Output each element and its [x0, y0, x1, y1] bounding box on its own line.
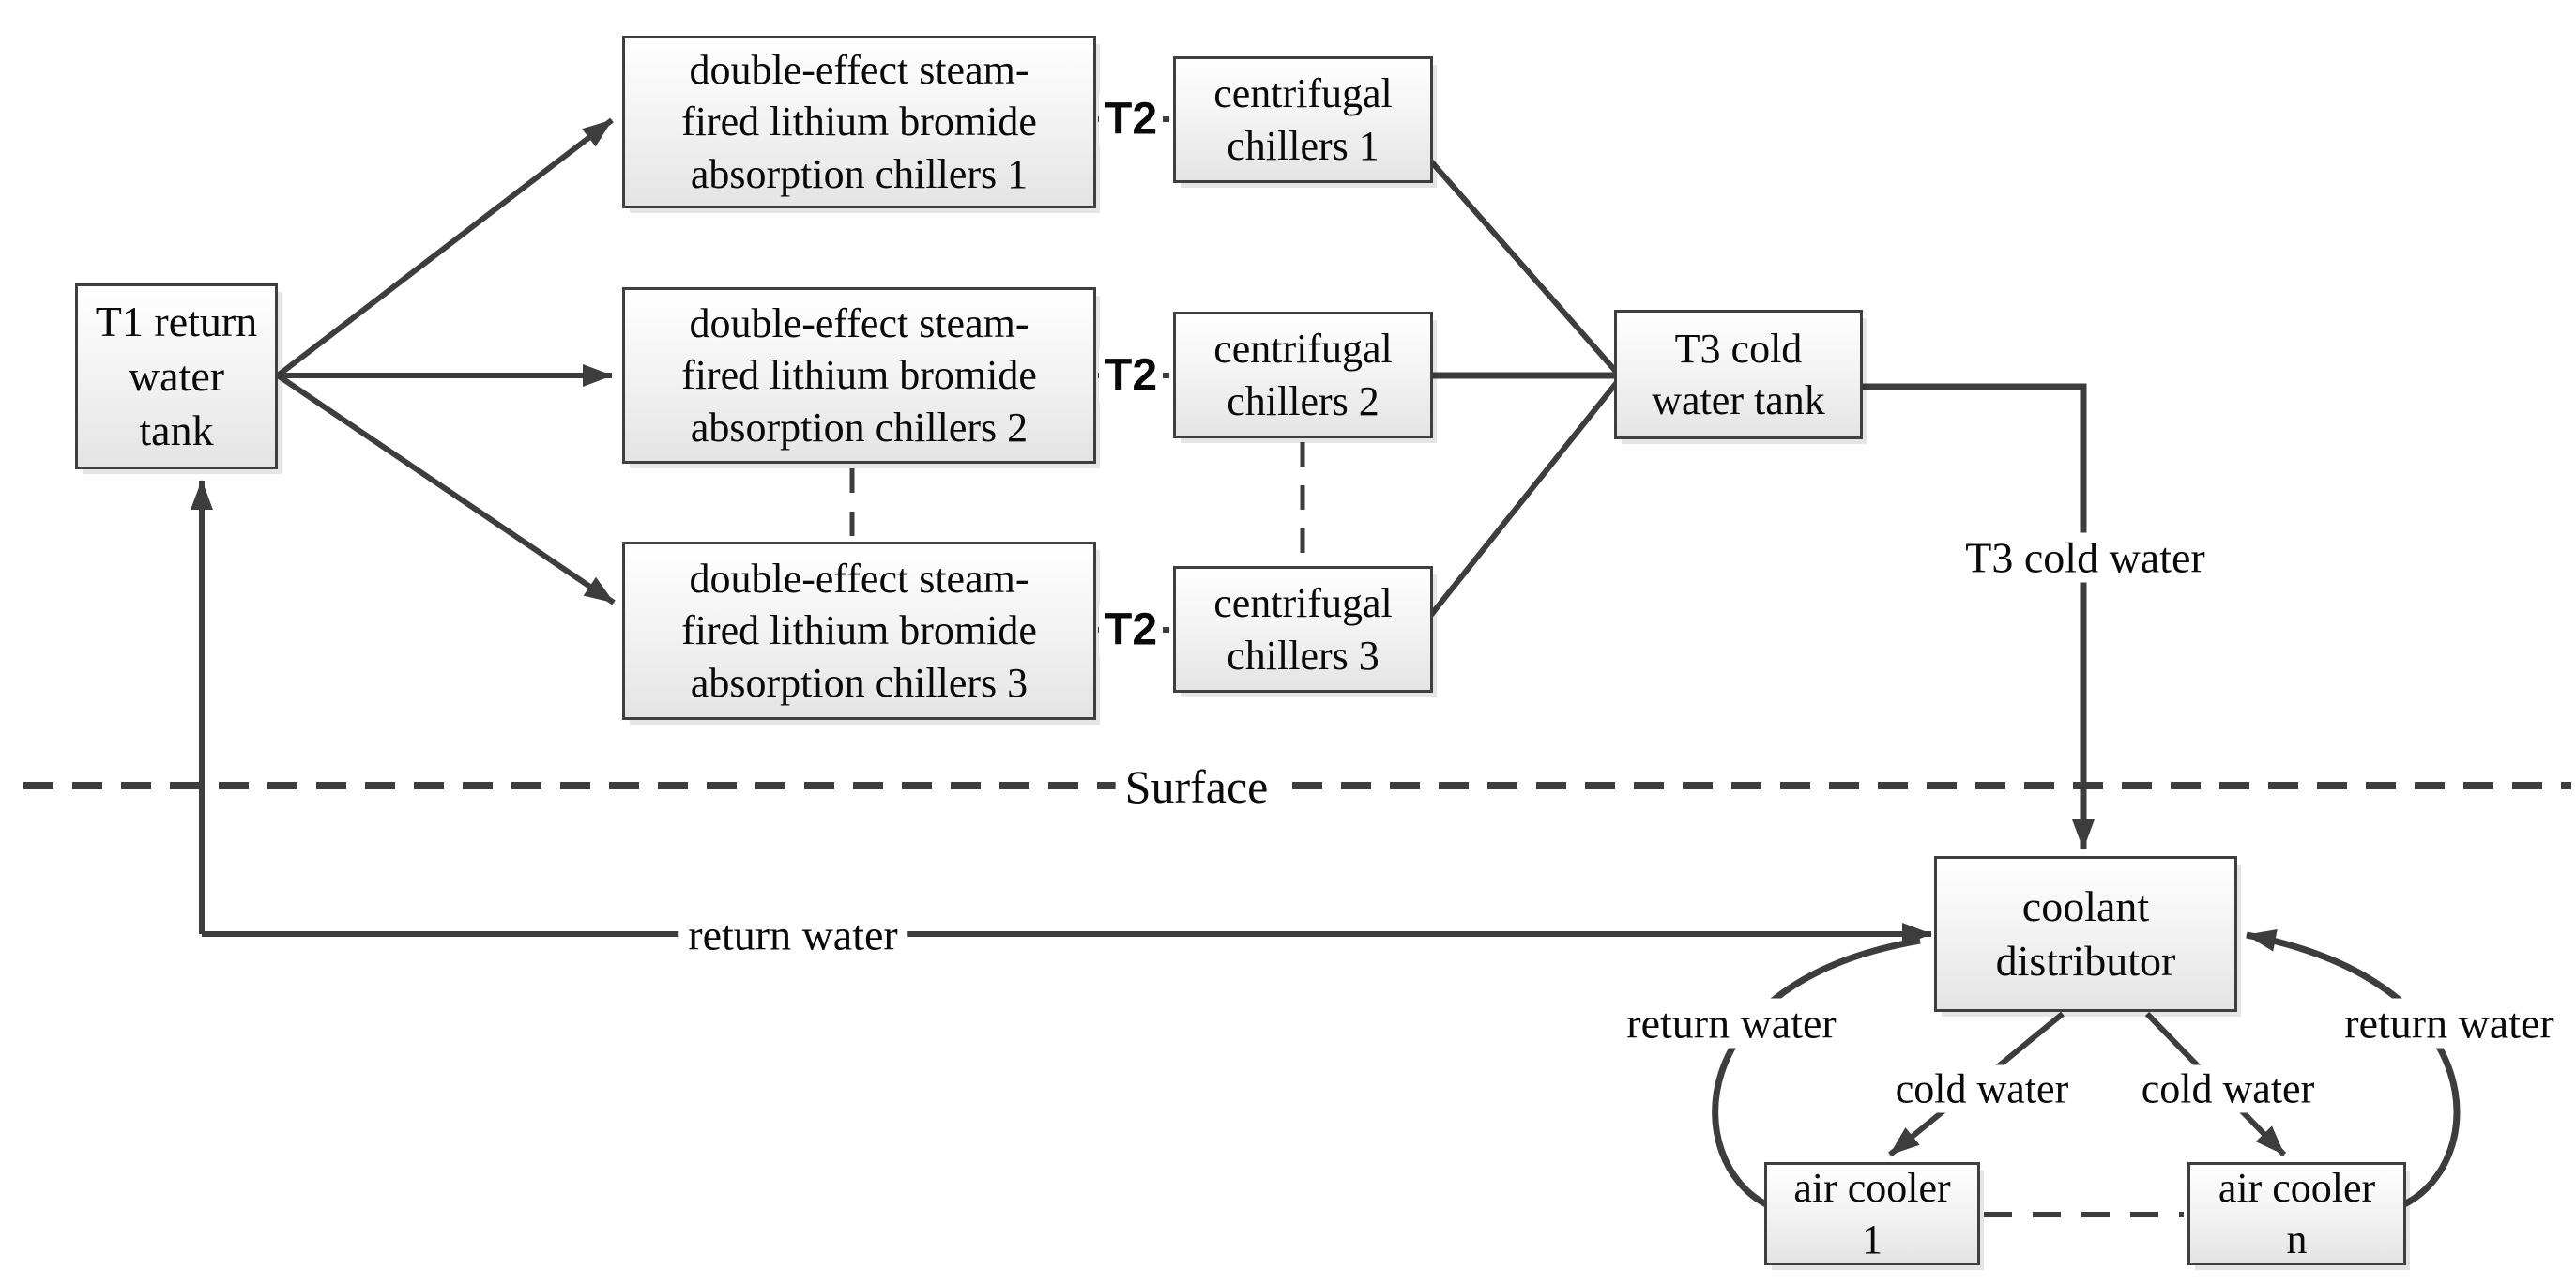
edge-label-t3-cold-water: T3 cold water: [1956, 532, 2215, 583]
node-label-line: double-effect steam-: [689, 299, 1029, 346]
node-label-line: fired lithium bromide: [681, 607, 1037, 654]
node-absorption-chillers-1: double-effect steam- fired lithium bromi…: [622, 36, 1096, 208]
node-label-line: absorption chillers 2: [690, 404, 1029, 451]
node-label-line: absorption chillers 1: [690, 150, 1029, 197]
edge-label-t2-row2: T2: [1098, 349, 1164, 402]
edge-label-t2-row1: T2: [1098, 93, 1164, 145]
node-label-line: T1 return: [95, 298, 258, 346]
node-label-line: centrifugal: [1213, 326, 1393, 373]
node-t3-cold-water-tank: T3 cold water tank: [1614, 310, 1863, 439]
node-absorption-chillers-2: double-effect steam- fired lithium bromi…: [622, 287, 1096, 464]
arrow-t1-to-des1: [276, 117, 614, 378]
edge-label-return-water-left: return water: [1617, 998, 1846, 1049]
node-label-line: distributor: [1995, 937, 2176, 985]
node-label-line: coolant: [2021, 882, 2150, 931]
node-label-line: absorption chillers 3: [690, 659, 1029, 706]
arrow-t1-to-des3: [276, 373, 616, 605]
node-air-cooler-1: air cooler 1: [1764, 1162, 1980, 1265]
node-absorption-chillers-3: double-effect steam- fired lithium bromi…: [622, 542, 1096, 720]
surface-label: Surface: [1115, 759, 1278, 814]
node-label-line: double-effect steam-: [689, 555, 1029, 602]
line-c1-to-t3: [1428, 160, 1621, 375]
line-c3-to-t3: [1428, 379, 1621, 617]
node-label-line: chillers 1: [1227, 122, 1379, 169]
node-label-line: centrifugal: [1213, 580, 1393, 627]
node-centrifugal-chillers-2: centrifugal chillers 2: [1173, 312, 1433, 438]
node-label-line: chillers 2: [1227, 377, 1379, 424]
node-label-line: tank: [139, 406, 214, 454]
edge-label-return-water-main: return water: [678, 910, 907, 960]
node-label-line: 1: [1862, 1217, 1882, 1263]
node-centrifugal-chillers-1: centrifugal chillers 1: [1173, 56, 1433, 183]
edge-label-cold-water-right: cold water: [2131, 1064, 2324, 1113]
node-air-cooler-n: air cooler n: [2187, 1162, 2406, 1265]
node-label-line: water tank: [1652, 377, 1825, 423]
node-label-line: chillers 3: [1227, 632, 1379, 679]
arrow-t3-to-distributor: [1863, 383, 2095, 850]
edge-label-t2-row3: T2: [1098, 604, 1164, 656]
node-label-line: T3 cold: [1674, 325, 1803, 372]
node-coolant-distributor: coolant distributor: [1934, 856, 2237, 1012]
node-t1-return-water-tank: T1 return water tank: [75, 283, 278, 469]
node-label-line: air cooler: [1793, 1164, 1951, 1211]
node-label-line: double-effect steam-: [689, 46, 1029, 93]
node-label-line: water: [128, 352, 225, 401]
node-label-line: centrifugal: [1213, 70, 1393, 117]
node-centrifugal-chillers-3: centrifugal chillers 3: [1173, 566, 1433, 693]
edge-label-return-water-right: return water: [2335, 998, 2564, 1049]
node-label-line: n: [2286, 1217, 2308, 1263]
node-label-line: air cooler: [2218, 1164, 2376, 1211]
node-label-line: fired lithium bromide: [681, 352, 1037, 399]
curve-return-aircooler1: [1712, 937, 1921, 1208]
curve-return-aircoolern: [2246, 929, 2461, 1208]
node-label-line: fired lithium bromide: [681, 99, 1037, 145]
edge-label-cold-water-left: cold water: [1885, 1064, 2079, 1113]
